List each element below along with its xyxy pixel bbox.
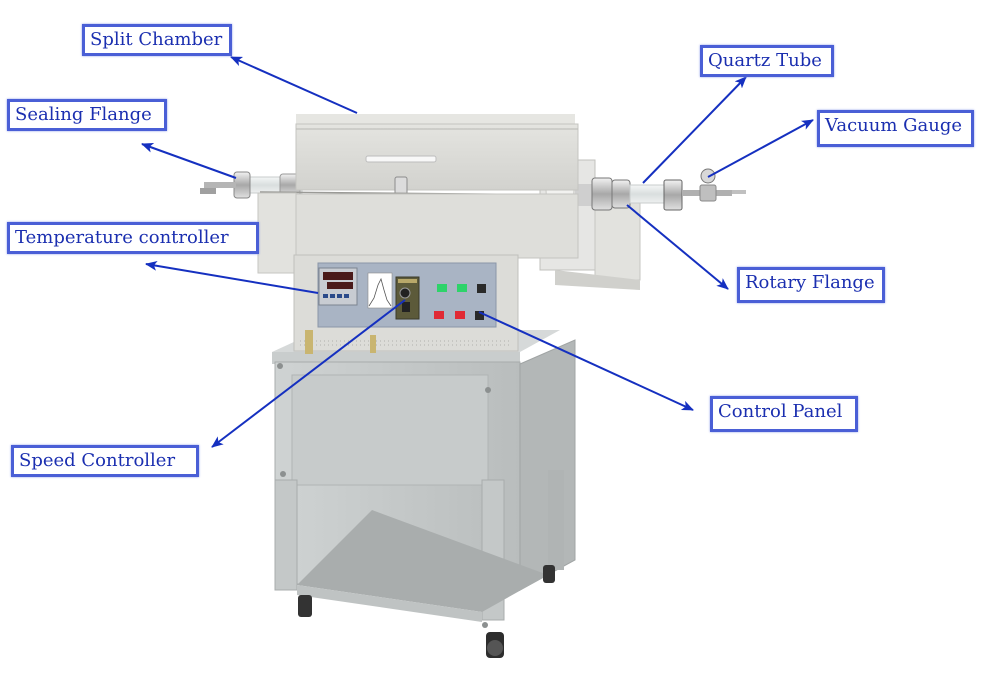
control-panel-face	[317, 262, 497, 328]
stand	[272, 330, 576, 658]
label-control-panel: Control Panel	[710, 396, 858, 432]
caster-wheels	[298, 565, 555, 658]
label-rotary-flange: Rotary Flange	[737, 267, 885, 303]
speed-controller-unit	[395, 276, 420, 320]
arrow-vacuum-gauge	[707, 119, 814, 178]
temperature-controller-unit	[318, 267, 358, 306]
arrow-speed-controller	[211, 299, 406, 448]
label-speed-controller: Speed Controller	[11, 445, 199, 477]
arrow-split-chamber	[230, 56, 358, 114]
panel-buttons	[434, 284, 486, 320]
label-sealing-flange: Sealing Flange	[7, 99, 167, 131]
label-temperature-controller: Temperature controller	[7, 222, 259, 254]
arrow-control-panel	[478, 311, 694, 411]
arrow-sealing-flange	[141, 143, 237, 179]
arrow-temperature-controller	[145, 260, 319, 294]
right-tube-assembly	[575, 168, 746, 211]
label-split-chamber: Split Chamber	[82, 24, 232, 56]
arrow-quartz-tube	[642, 76, 747, 184]
arrow-rotary-flange	[626, 204, 729, 290]
label-quartz-tube: Quartz Tube	[700, 45, 834, 77]
callout-arrows	[141, 56, 814, 448]
label-vacuum-gauge: Vacuum Gauge	[817, 110, 974, 147]
